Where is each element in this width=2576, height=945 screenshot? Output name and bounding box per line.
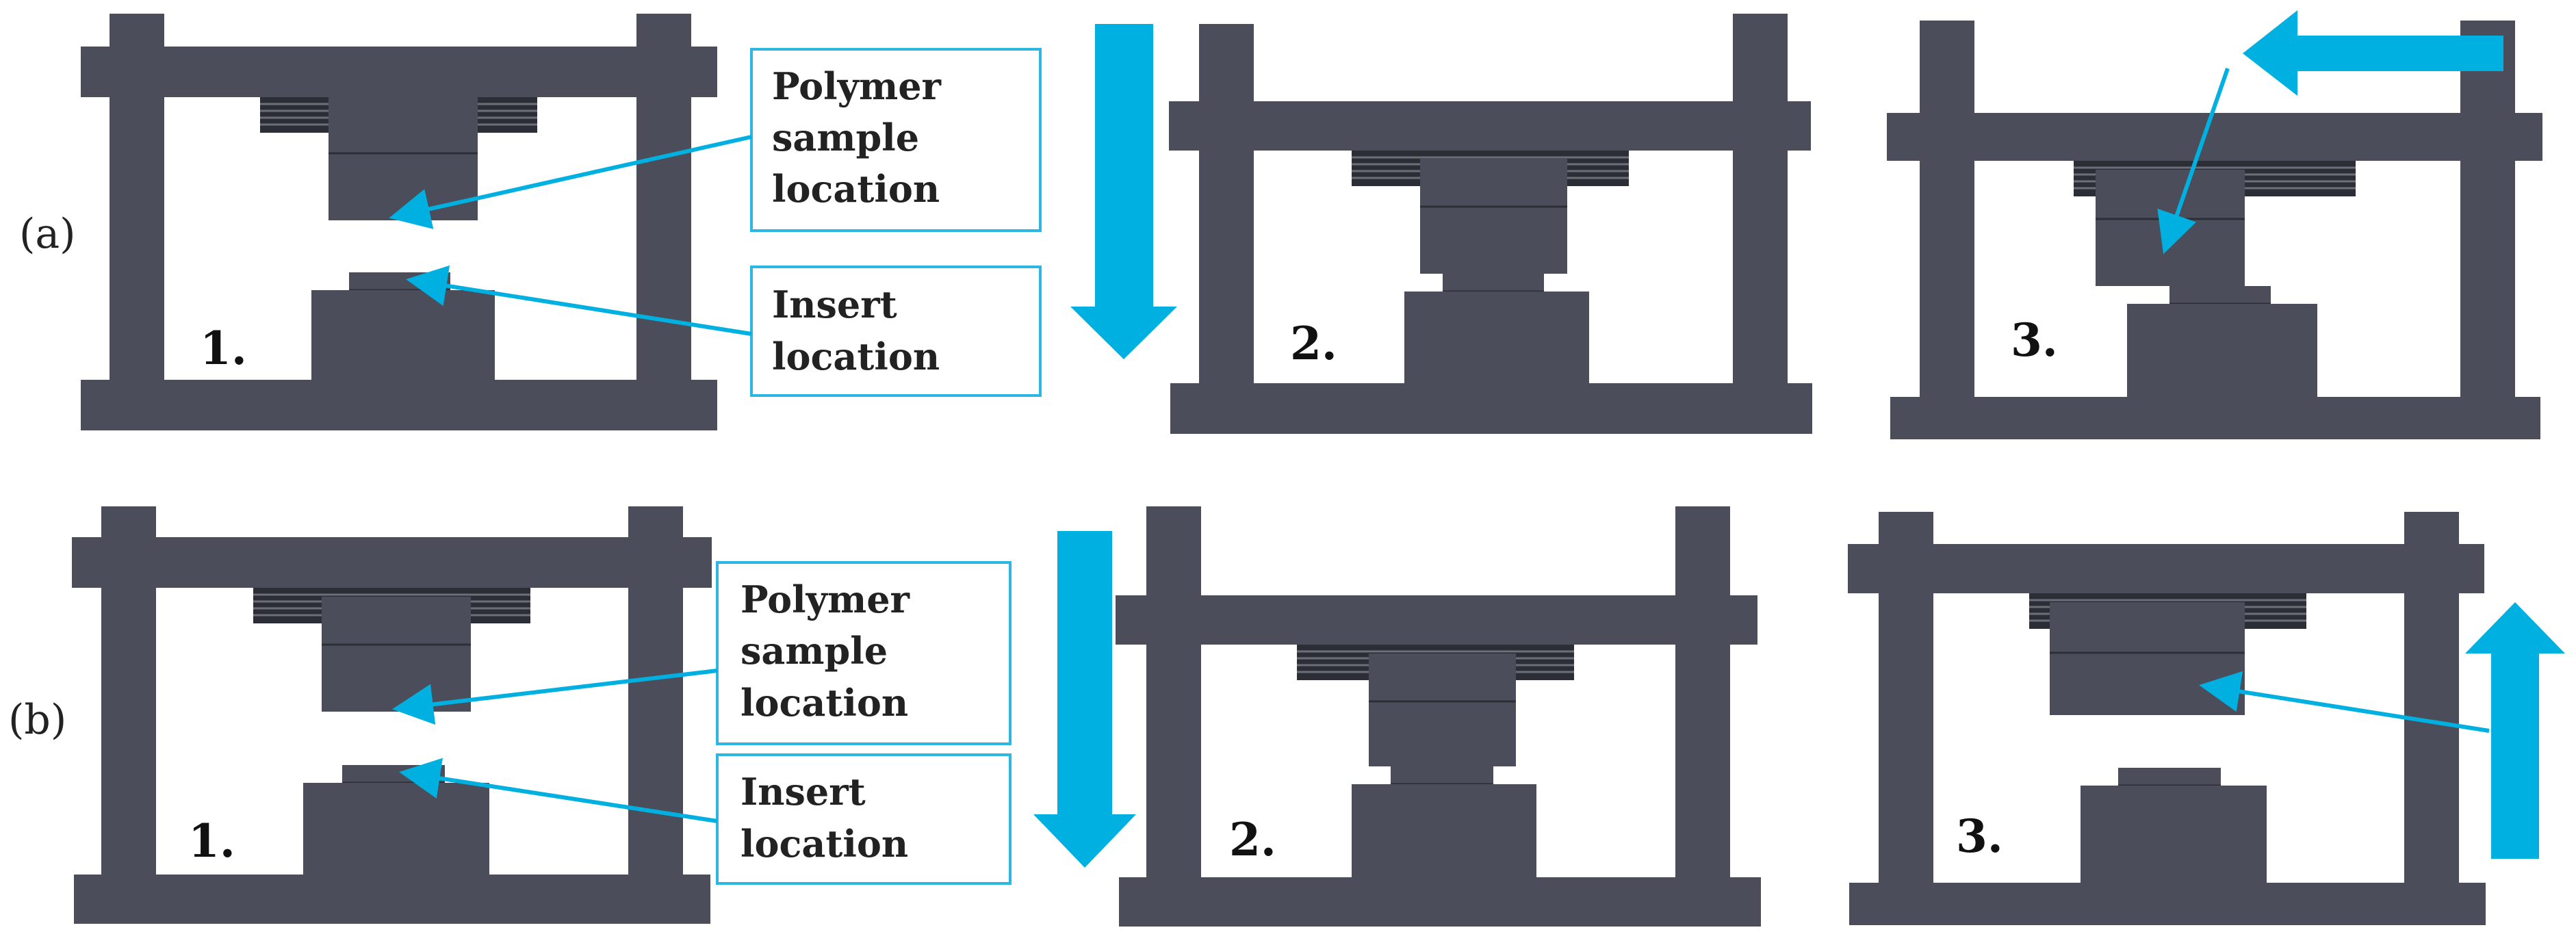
- bottom-base: [1119, 877, 1761, 927]
- callout-box: [750, 266, 1042, 397]
- callout-box: [750, 48, 1042, 232]
- callout-line: Insert: [772, 283, 897, 326]
- top-crosshead: [1848, 544, 2484, 593]
- step-label-a2: 2.: [1290, 317, 1337, 370]
- row-a: (a) 1. Polymer sample location: [19, 10, 2542, 439]
- press-b3: 3.: [1848, 512, 2486, 925]
- callout-polymer-a: Polymer sample location: [750, 48, 1042, 232]
- step-label-a1: 1.: [200, 322, 247, 375]
- insert-plate: [1391, 766, 1493, 784]
- insert-plate: [2169, 286, 2271, 304]
- column-right: [2460, 21, 2515, 404]
- row-label-a: (a): [19, 210, 76, 258]
- callout-line: Polymer: [740, 578, 910, 621]
- lower-mold: [1352, 784, 1536, 879]
- pointer-insert-b: [399, 758, 718, 823]
- insert-plate: [342, 765, 445, 783]
- insert-plate: [1443, 274, 1544, 292]
- step-label-b3: 3.: [1956, 810, 2003, 863]
- callout-box: [716, 753, 1012, 885]
- upper-mold: [2050, 602, 2245, 715]
- callout-box: [716, 561, 1012, 745]
- pointer-polymer-b: [392, 669, 718, 725]
- bottom-base: [1890, 397, 2540, 439]
- column-left: [1920, 21, 1974, 404]
- press-b1: 1.: [72, 506, 712, 924]
- step-label-b2: 2.: [1229, 813, 1276, 866]
- column-right: [1733, 14, 1788, 393]
- callout-insert-a: Insert location: [750, 266, 1042, 397]
- top-crosshead: [1169, 101, 1811, 151]
- top-crosshead: [1116, 595, 1757, 645]
- down-arrow-icon: [1033, 531, 1136, 868]
- bottom-base: [1849, 883, 2486, 925]
- top-crosshead: [81, 47, 717, 97]
- callout-line: location: [772, 167, 940, 211]
- insert-plate: [349, 272, 450, 290]
- callout-line: Insert: [740, 770, 866, 814]
- pointer-b3: [2199, 671, 2490, 733]
- bottom-base: [1170, 383, 1812, 434]
- callout-line: location: [740, 681, 908, 725]
- pointer-insert-a: [406, 265, 752, 336]
- lower-mold: [303, 783, 489, 876]
- press-a1: 1.: [81, 14, 717, 430]
- lower-mold: [2127, 304, 2317, 400]
- top-crosshead: [1887, 113, 2542, 161]
- lower-mold: [1404, 292, 1589, 386]
- callout-line: location: [740, 822, 908, 866]
- insert-plate: [2118, 768, 2221, 786]
- down-arrow-icon: [1070, 24, 1177, 359]
- callout-line: location: [772, 335, 940, 378]
- column-right: [1675, 506, 1730, 886]
- bottom-base: [81, 380, 717, 430]
- lower-mold: [311, 290, 495, 383]
- step-label-b1: 1.: [188, 814, 235, 868]
- press-b2: 2.: [1116, 506, 1761, 927]
- up-arrow-icon: [2465, 602, 2565, 859]
- bottom-base: [74, 875, 710, 924]
- column-left: [1199, 24, 1254, 393]
- callout-line: sample: [772, 116, 919, 159]
- top-crosshead: [72, 537, 712, 588]
- press-a3: 3.: [1887, 21, 2542, 439]
- left-arrow-shaft: [2296, 36, 2503, 71]
- pointer-a3: [2157, 68, 2230, 255]
- pointer-polymer-a: [389, 135, 752, 229]
- step-label-a3: 3.: [2011, 313, 2058, 367]
- callout-line: Polymer: [772, 64, 942, 108]
- row-label-b: (b): [8, 696, 66, 744]
- callout-line: sample: [740, 629, 888, 673]
- lower-mold: [2081, 786, 2267, 883]
- row-b: (b) 1. Polymer sample location: [8, 506, 2565, 927]
- left-arrow-icon: [2243, 10, 2297, 96]
- callout-polymer-b: Polymer sample location: [716, 561, 1012, 745]
- column-left: [1146, 506, 1201, 886]
- press-a2: 2.: [1169, 14, 1812, 434]
- upper-mold: [322, 597, 471, 712]
- upper-mold: [2096, 170, 2245, 286]
- upper-mold: [1420, 159, 1567, 274]
- upper-mold: [1369, 653, 1516, 766]
- callout-insert-b: Insert location: [716, 753, 1012, 885]
